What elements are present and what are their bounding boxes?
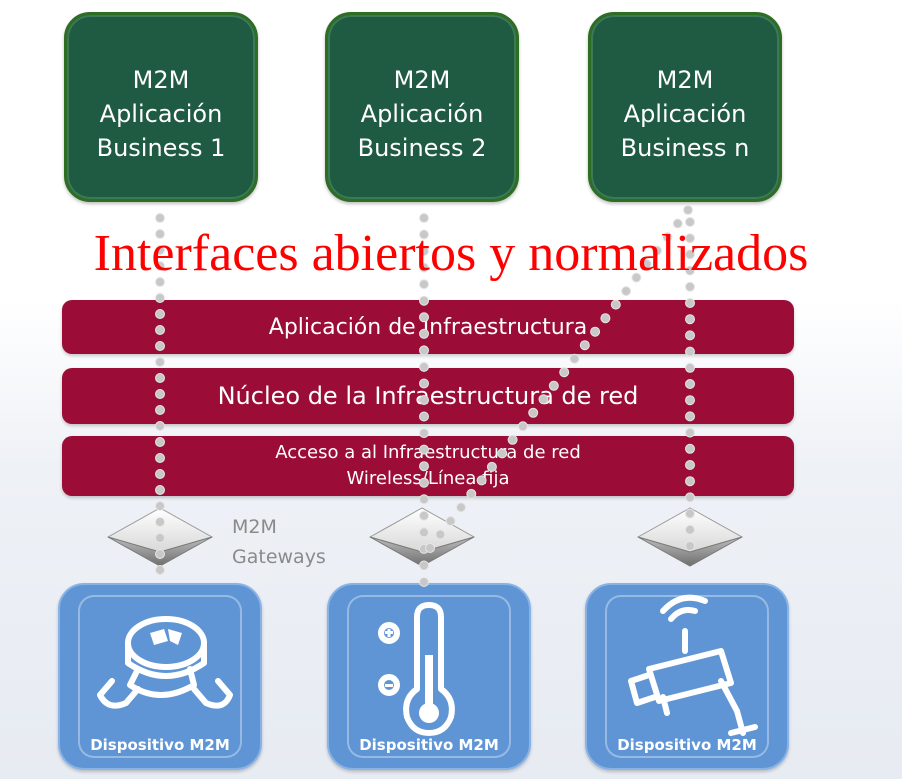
application-2-line3: Business 2 [357,134,487,162]
security-camera-icon [628,594,758,736]
application-1-line1: M2M [132,66,190,94]
layer-application-label: Aplicación de Infraestructura [268,314,588,340]
layer-access-label-2: Wireless/Línea fija [346,468,510,489]
connector-dot-diagonal [683,205,693,215]
diagram-title: Interfaces abiertos y normalizados [93,225,809,282]
gateway-diamond-3 [636,507,744,567]
application-n-line2: Aplicación [623,100,747,128]
application-2-line2: Aplicación [360,100,484,128]
layer-network-core: Núcleo de la Infraestructura de red [62,368,794,424]
gateway-label-line2: Gateways [232,546,326,568]
device-label-3: Dispositivo M2M [617,736,757,754]
layer-access-label-1: Acceso a al Infraestructura de red [275,442,581,463]
gateway-diamond-2 [368,507,476,567]
application-box-2: M2M Aplicación Business 2 [325,12,519,202]
device-box-1: Dispositivo M2M [58,583,262,770]
device-box-2: Dispositivo M2M [327,583,531,770]
connector-dot-diagonal [621,286,632,297]
gateway-label: M2M Gateways [232,512,326,572]
gateway-label-line1: M2M [232,516,277,538]
water-meter-icon [97,616,233,709]
application-box-n: M2M Aplicación Business n [588,12,782,202]
application-2-line1: M2M [393,66,451,94]
device-box-3: Dispositivo M2M [585,583,789,770]
device-label-2: Dispositivo M2M [359,736,499,754]
application-n-line1: M2M [656,66,714,94]
device-label-1: Dispositivo M2M [90,736,230,754]
application-1-line3: Business 1 [96,134,226,162]
gateway-diamond-1 [106,507,214,567]
layer-core-label: Núcleo de la Infraestructura de red [217,382,639,410]
thermometer-icon [378,602,455,736]
application-box-1: M2M Aplicación Business 1 [64,12,258,202]
application-n-line3: Business n [620,134,750,162]
application-1-line2: Aplicación [99,100,223,128]
layer-application-infrastructure: Aplicación de Infraestructura [62,300,794,354]
layer-network-access: Acceso a al Infraestructura de red Wirel… [62,436,794,496]
